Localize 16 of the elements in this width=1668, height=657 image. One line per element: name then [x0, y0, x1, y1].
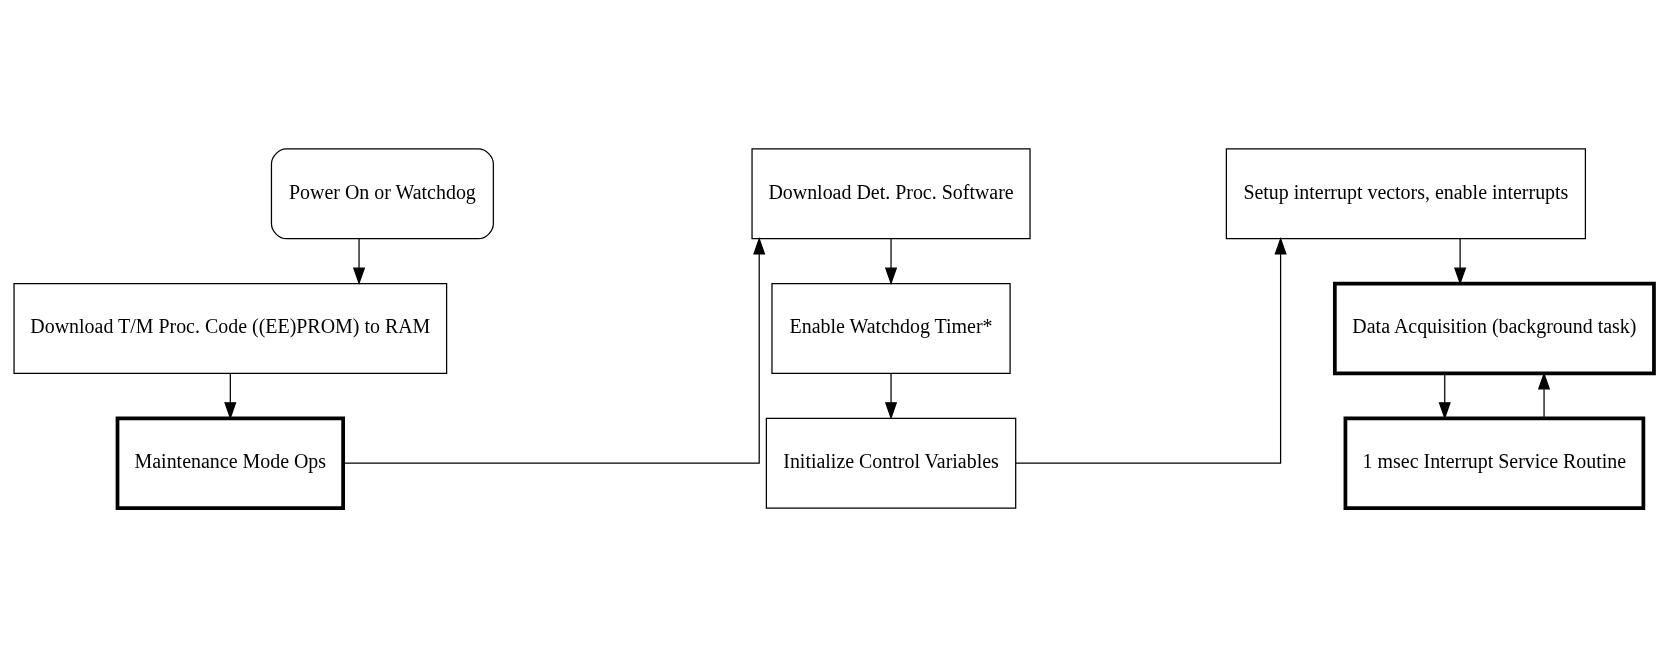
arrow — [1438, 373, 1451, 420]
arrow — [884, 238, 898, 286]
node-box: Maintenance Mode Ops — [115, 416, 345, 510]
node-box: Initialize Control Variables — [765, 417, 1017, 509]
arrow — [1015, 237, 1287, 464]
arrow — [224, 373, 237, 420]
node-box: Download T/M Proc. Code ((EE)PROM) to RAM — [13, 283, 448, 374]
arrow — [342, 237, 766, 464]
arrow — [352, 238, 366, 286]
arrow — [884, 373, 898, 420]
node-box: Power On or Watchdog — [270, 148, 494, 240]
node-box: Download Det. Proc. Software — [751, 148, 1031, 240]
node-box: Setup interrupt vectors, enable interrupts — [1225, 148, 1587, 240]
node-box: Enable Watchdog Timer* — [771, 283, 1011, 374]
node-box: Data Acquisition (background task) — [1332, 281, 1656, 376]
node-box: 1 msec Interrupt Service Routine — [1343, 416, 1646, 510]
